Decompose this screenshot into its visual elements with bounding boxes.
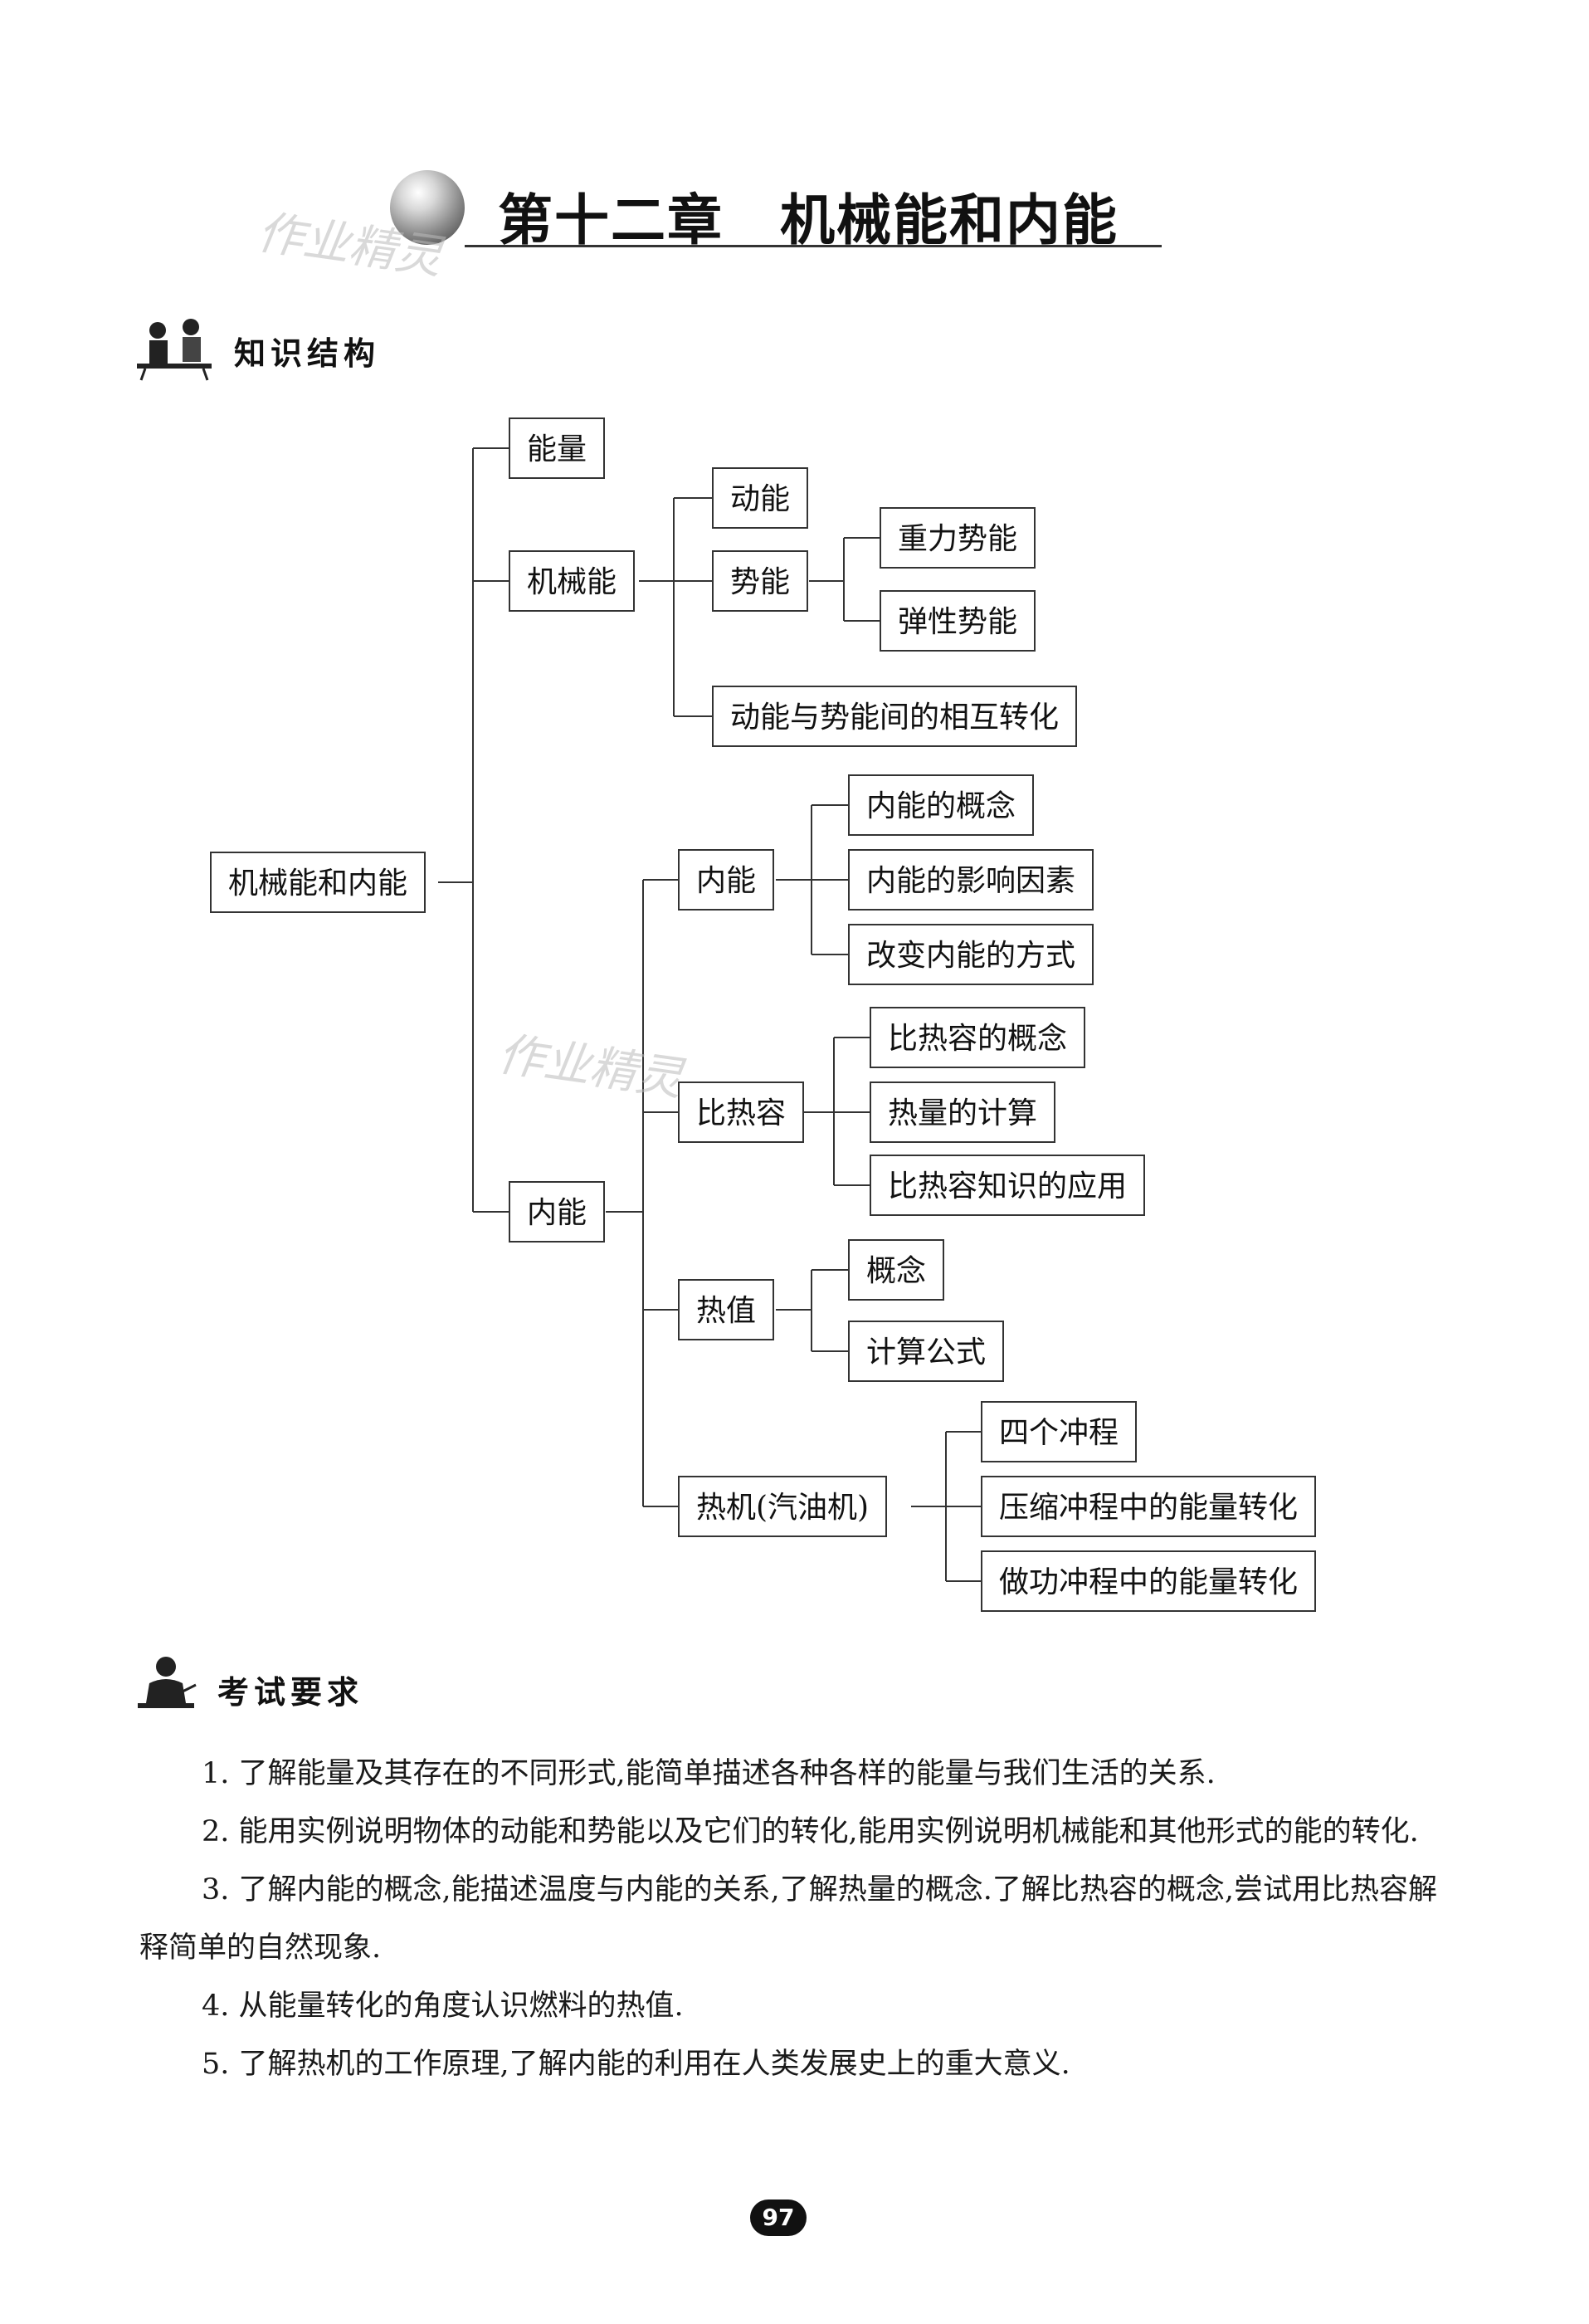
tree-node-internal-change: 改变内能的方式 [848,924,1094,985]
chapter-title: 第十二章 机械能和内能 [498,188,1119,252]
requirement-item-1: 1. 了解能量及其存在的不同形式,能简单描述各种各样的能量与我们生活的关系. [202,1757,1216,1790]
teacher-icon [138,1657,197,1708]
tree-node-internal-energy-sub: 内能 [678,849,775,911]
tree-node-four-strokes: 四个冲程 [981,1401,1138,1462]
title-underline [465,245,1162,247]
tree-node-specific-heat-application: 比热容知识的应用 [870,1155,1146,1216]
tree-node-root: 机械能和内能 [210,852,426,913]
tree-node-energy-conversion: 动能与势能间的相互转化 [712,686,1078,747]
tree-node-power-stroke: 做功冲程中的能量转化 [981,1550,1317,1612]
tree-node-specific-heat: 比热容 [678,1081,805,1143]
requirement-item-3: 3. 了解内能的概念,能描述温度与内能的关系,了解热量的概念.了解比热容的概念,… [139,1873,1438,1965]
tree-node-heat-calculation: 热量的计算 [870,1081,1056,1143]
requirement-item-2: 2. 能用实例说明物体的动能和势能以及它们的转化,能用实例说明机械能和其他形式的… [202,1815,1419,1848]
title-sphere-decoration [390,170,465,245]
tree-node-internal-concept: 内能的概念 [848,774,1035,836]
tree-node-internal-factors: 内能的影响因素 [848,849,1094,911]
tree-node-energy: 能量 [509,417,606,479]
requirements-list: 1. 了解能量及其存在的不同形式,能简单描述各种各样的能量与我们生活的关系. 2… [139,1745,1450,2093]
section-knowledge-structure: 知识结构 [234,334,381,372]
requirement-item-4: 4. 从能量转化的角度认识燃料的热值. [202,1990,684,2023]
tree-node-elastic-potential: 弹性势能 [880,590,1036,652]
tree-node-potential-energy: 势能 [712,550,809,612]
tree-node-gravitational-potential: 重力势能 [880,507,1036,569]
requirement-item-5: 5. 了解热机的工作原理,了解内能的利用在人类发展史上的重大意义. [202,2048,1070,2081]
tree-node-heat-value: 热值 [678,1279,775,1340]
students-icon [137,319,212,381]
tree-node-internal-energy: 内能 [509,1181,606,1243]
page-number: 97 [750,2200,807,2236]
section-exam-requirements: 考试要求 [217,1673,364,1711]
tree-node-kinetic-energy: 动能 [712,467,809,529]
tree-node-heat-value-formula: 计算公式 [848,1321,1005,1382]
tree-node-mechanical-energy: 机械能 [509,550,636,612]
tree-node-heat-value-concept: 概念 [848,1239,945,1301]
tree-node-specific-heat-concept: 比热容的概念 [870,1007,1086,1068]
tree-node-heat-engine: 热机(汽油机) [678,1476,888,1537]
tree-node-compression-stroke: 压缩冲程中的能量转化 [981,1476,1317,1537]
